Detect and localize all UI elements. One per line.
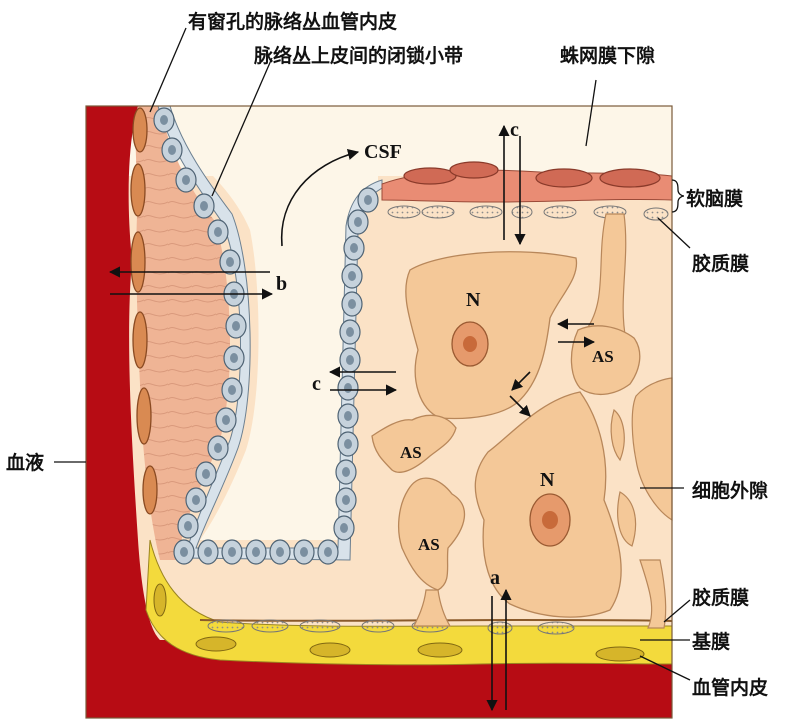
epithelial-nucleus <box>202 469 210 479</box>
epithelial-nucleus <box>344 439 352 449</box>
epithelial-nucleus <box>324 547 332 557</box>
epithelial-nucleus <box>300 547 308 557</box>
epithelial-nucleus <box>348 299 356 309</box>
epithelial-nucleus <box>160 115 168 125</box>
label-subarachnoid-space: 蛛网膜下隙 <box>560 44 655 67</box>
label-neuron-2: N <box>540 469 555 491</box>
label-neuron-1: N <box>466 289 481 311</box>
label-blood: 血液 <box>6 451 45 474</box>
epithelial-nucleus <box>204 547 212 557</box>
epithelial-nucleus <box>228 547 236 557</box>
label-astrocyte-1: AS <box>400 443 422 462</box>
label-glial-membrane-top: 胶质膜 <box>692 252 749 275</box>
epithelial-nucleus <box>344 411 352 421</box>
epithelial-nucleus <box>226 257 234 267</box>
label-fenestrated-endothelium: 有窗孔的脉络丛血管内皮 <box>188 10 397 33</box>
epithelial-nucleus <box>200 201 208 211</box>
epithelial-nucleus <box>228 385 236 395</box>
pia-brace <box>672 180 684 212</box>
epithelial-nucleus <box>346 355 354 365</box>
epithelial-nucleus <box>222 415 230 425</box>
epithelial-nucleus <box>180 547 188 557</box>
epithelial-nucleus <box>214 227 222 237</box>
leader-fenestrated <box>150 28 186 112</box>
epithelial-nucleus <box>344 383 352 393</box>
epithelial-nucleus <box>184 521 192 531</box>
epithelial-nucleus <box>364 195 372 205</box>
label-route-a: a <box>490 567 500 589</box>
main-panel <box>86 106 672 718</box>
label-tight-junction: 脉络丛上皮间的闭锁小带 <box>253 44 463 67</box>
epithelial-nucleus <box>342 467 350 477</box>
epithelial-nucleus <box>342 495 350 505</box>
label-extracellular-space: 细胞外隙 <box>692 479 768 502</box>
label-astrocyte-2: AS <box>418 535 440 554</box>
epithelial-nucleus <box>350 243 358 253</box>
epithelial-nucleus <box>192 495 200 505</box>
epithelial-nucleus <box>214 443 222 453</box>
epithelial-nucleus <box>354 217 362 227</box>
epithelial-nucleus <box>348 271 356 281</box>
label-vascular-endothelium: 血管内皮 <box>692 676 768 699</box>
label-route-c-top: c <box>510 119 519 141</box>
epithelial-nucleus <box>232 321 240 331</box>
label-pia-mater: 软脑膜 <box>686 187 743 210</box>
label-glial-membrane-bottom: 胶质膜 <box>692 586 749 609</box>
epithelial-nucleus <box>168 145 176 155</box>
label-astrocyte-3: AS <box>592 347 614 366</box>
label-route-c-left: c <box>312 373 321 395</box>
epithelial-nucleus <box>230 353 238 363</box>
epithelial-nucleus <box>346 327 354 337</box>
label-csf: CSF <box>364 141 402 163</box>
epithelial-nucleus <box>182 175 190 185</box>
label-basement-membrane: 基膜 <box>691 630 730 653</box>
epithelial-nucleus <box>276 547 284 557</box>
epithelial-nucleus <box>340 523 348 533</box>
label-route-b: b <box>276 273 287 295</box>
epithelial-nucleus <box>252 547 260 557</box>
